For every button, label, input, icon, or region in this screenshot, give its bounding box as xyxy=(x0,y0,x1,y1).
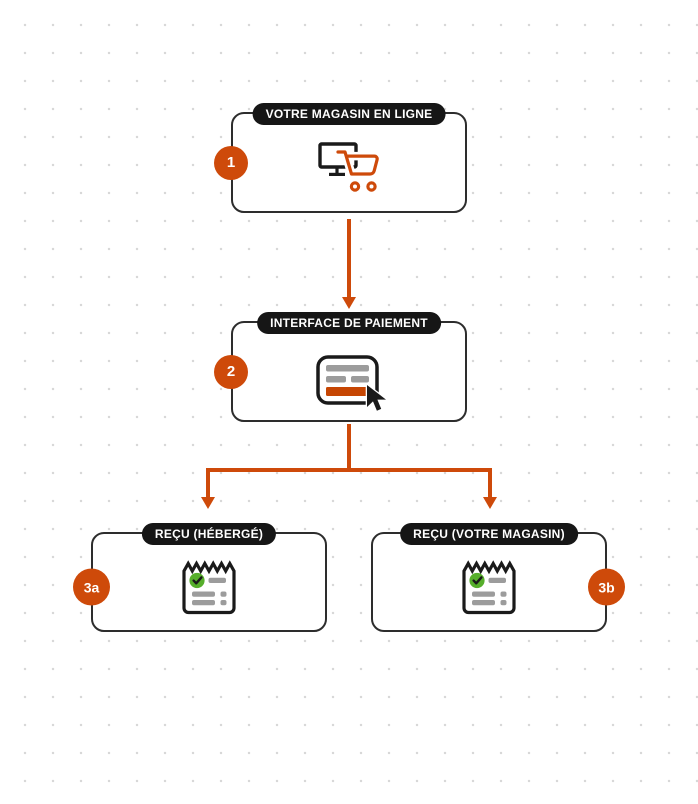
connector-right-drop xyxy=(488,468,492,498)
node-payment-interface-label: INTERFACE DE PAIEMENT xyxy=(257,312,441,334)
node-online-store-label: VOTRE MAGASIN EN LIGNE xyxy=(252,103,446,125)
monitor-cart-icon xyxy=(318,142,381,193)
arrowhead-2-to-3a xyxy=(200,497,215,509)
check-circle-icon xyxy=(189,572,205,589)
arrowhead-1-to-2 xyxy=(341,297,356,309)
step-badge-3b: 3b xyxy=(588,568,625,606)
receipt-check-icon xyxy=(182,560,236,615)
node-online-store: VOTRE MAGASIN EN LIGNE 1 xyxy=(214,103,467,213)
check-circle-icon xyxy=(469,572,485,589)
node-receipt-hosted-label: REÇU (HÉBERGÉ) xyxy=(141,523,277,545)
arrow-line-1-to-2 xyxy=(347,219,351,297)
node-receipt-merchant-label: REÇU (VOTRE MAGASIN) xyxy=(400,523,578,545)
node-receipt-hosted: REÇU (HÉBERGÉ) 3a xyxy=(73,523,327,632)
step-badge-3a: 3a xyxy=(73,568,110,606)
node-payment-interface: INTERFACE DE PAIEMENT 2 xyxy=(214,312,467,422)
step-badge-2: 2 xyxy=(214,354,248,389)
step-badge-1: 1 xyxy=(214,145,248,180)
connector-stem xyxy=(347,424,351,470)
node-receipt-merchant: REÇU (VOTRE MAGASIN) 3b xyxy=(371,523,625,632)
cursor-pointer-icon xyxy=(365,383,388,412)
arrowhead-2-to-3b xyxy=(482,497,497,509)
payment-form-cursor-icon xyxy=(316,355,388,412)
receipt-check-icon xyxy=(462,560,516,615)
connector-horizontal xyxy=(206,468,492,472)
connector-left-drop xyxy=(206,468,210,498)
